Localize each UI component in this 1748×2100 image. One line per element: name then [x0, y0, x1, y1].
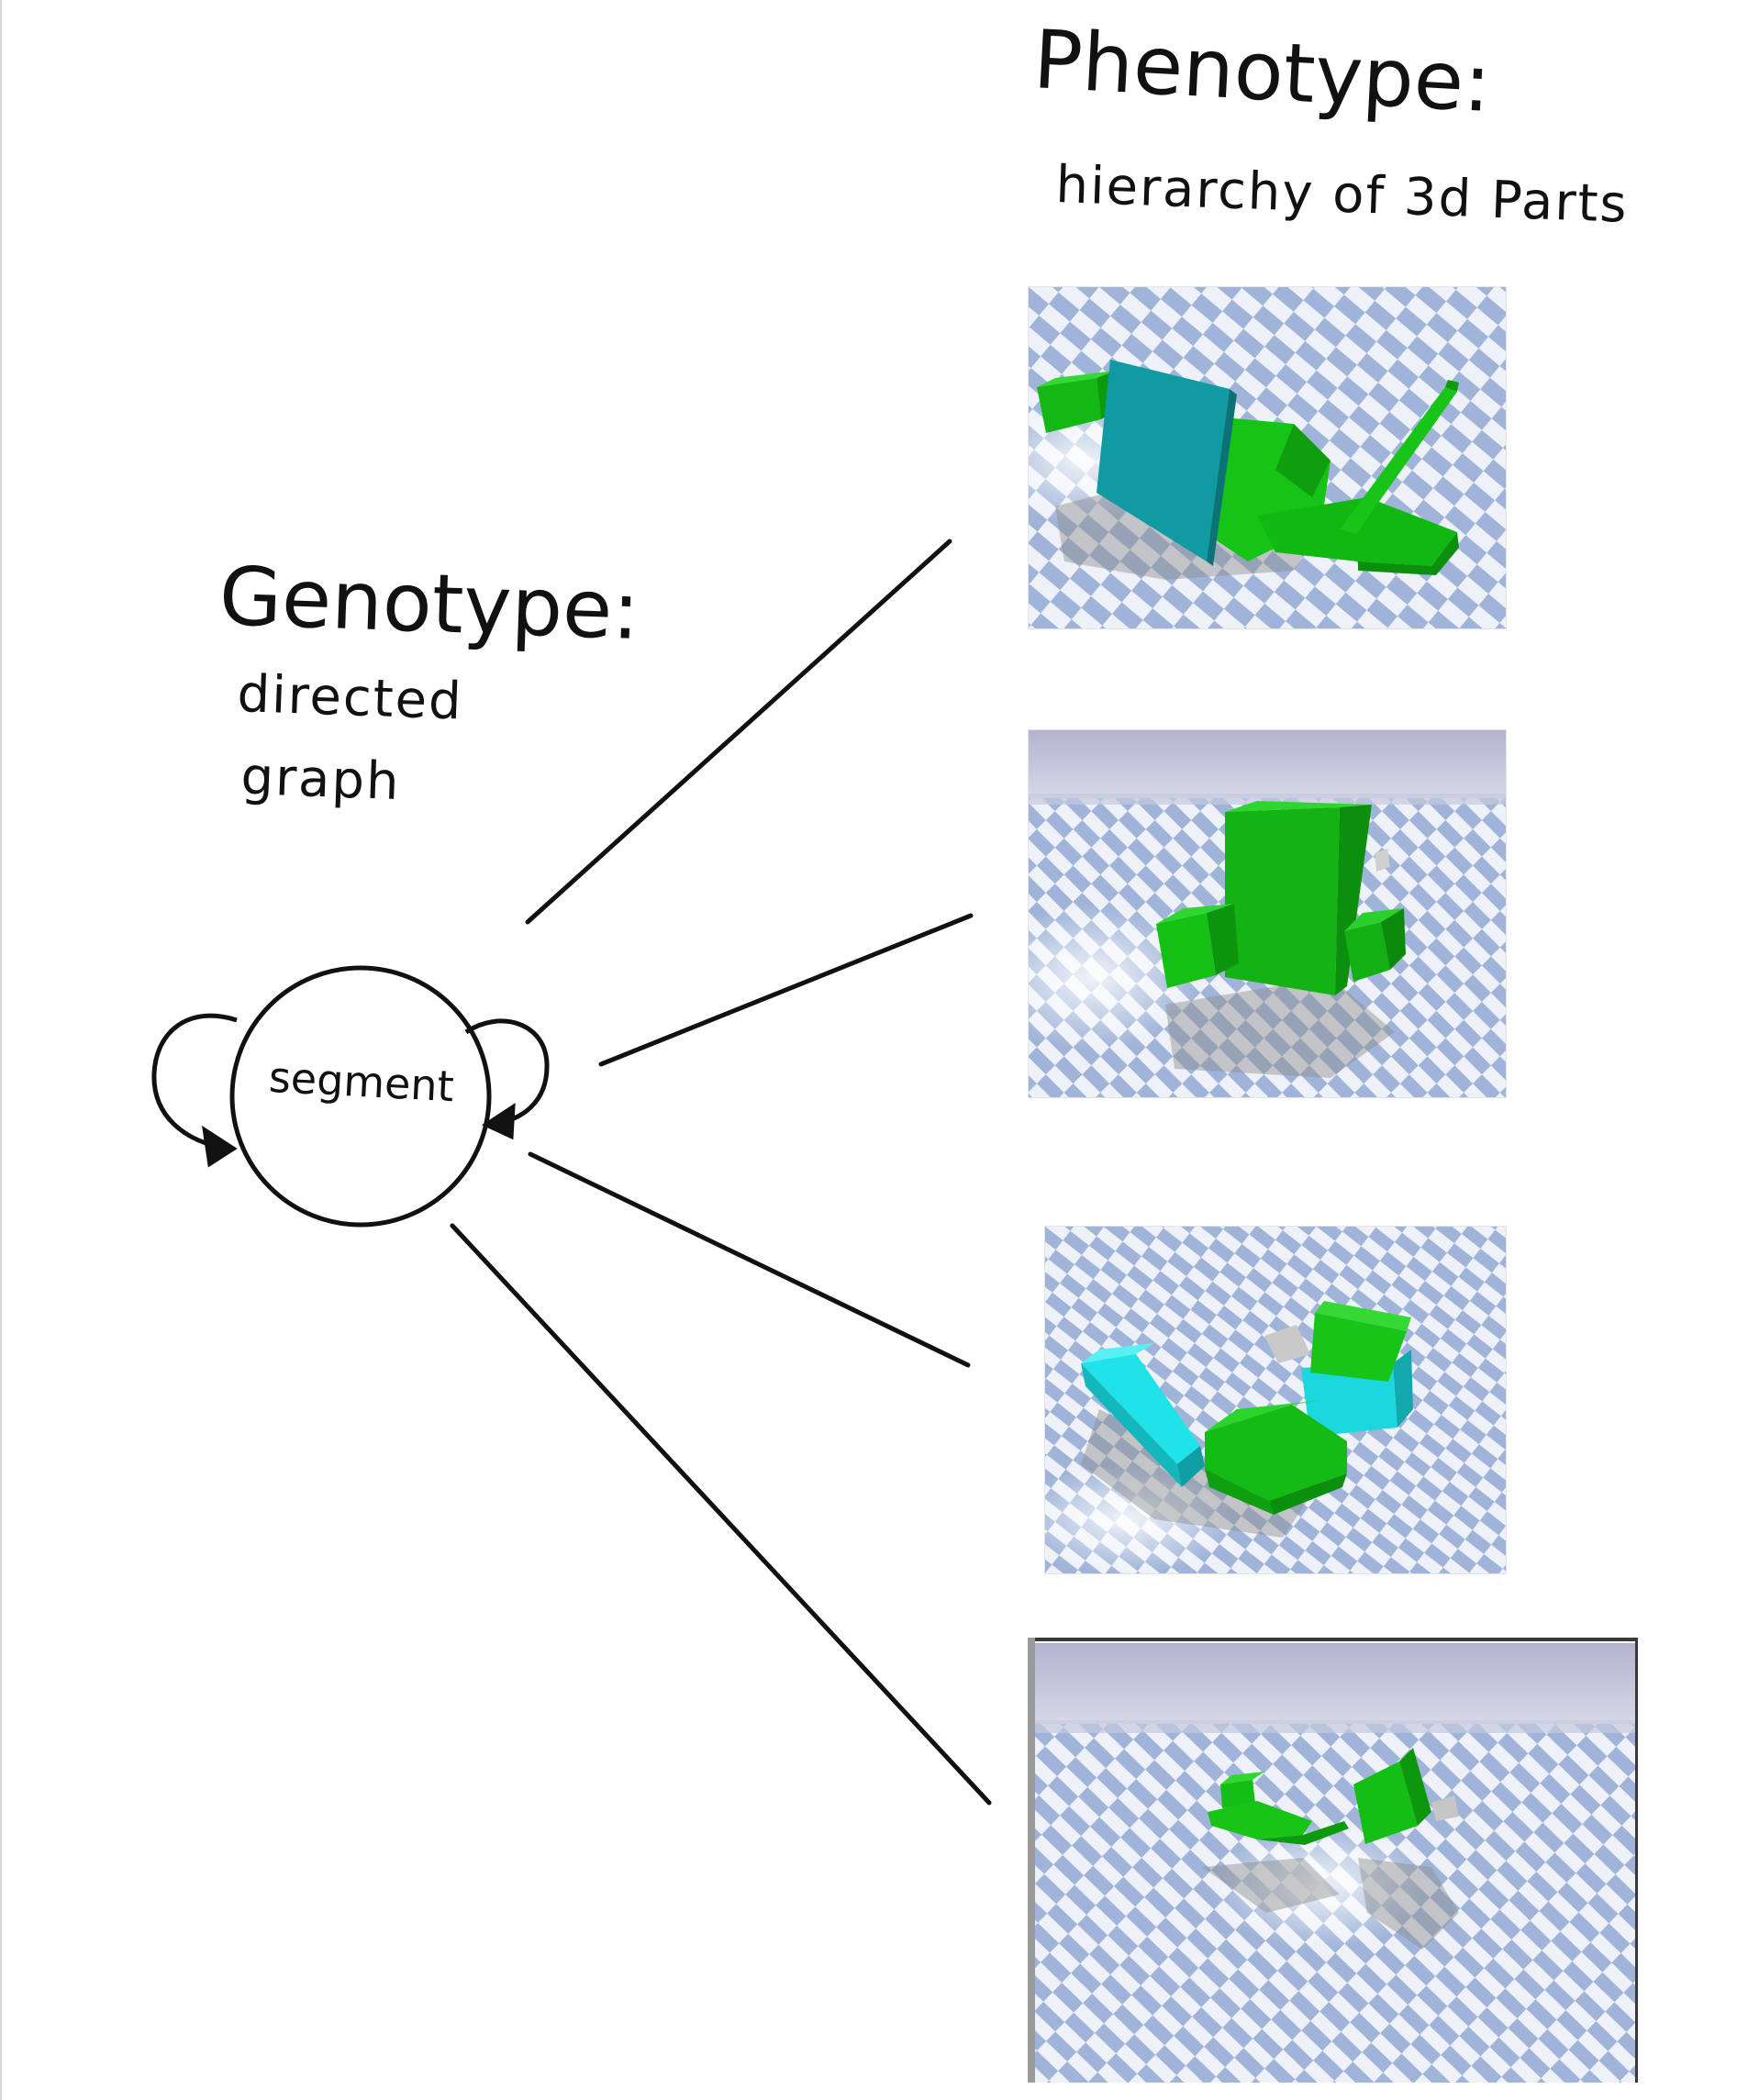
- phenotype-screenshot-4: [1028, 1638, 1638, 2083]
- segment-node: segment: [151, 965, 550, 1228]
- segment-circle: [229, 965, 492, 1228]
- phenotype-title: Phenotype:: [1031, 12, 1494, 130]
- arrowhead-left: [202, 1125, 238, 1168]
- connector-line-1: [525, 539, 952, 925]
- connector-line-2: [598, 913, 974, 1067]
- phenotype-screenshot-3: [1044, 1226, 1507, 1574]
- segment-label: segment: [268, 1052, 455, 1111]
- phenotype-screenshot-1: [1028, 286, 1507, 629]
- genotype-subtitle-line2: graph: [240, 747, 402, 812]
- genotype-subtitle-line1: directed: [237, 664, 464, 732]
- connector-line-4: [450, 1223, 992, 1806]
- arrowhead-right: [481, 1103, 516, 1140]
- phenotype-subtitle: hierarchy of 3d Parts: [1055, 155, 1630, 235]
- self-loop-left: [151, 1013, 238, 1151]
- page-left-border: [0, 0, 2, 2100]
- connector-line-3: [528, 1151, 971, 1368]
- self-loop-right: [464, 1018, 550, 1127]
- genotype-title: Genotype:: [217, 549, 641, 658]
- phenotype-screenshot-2: [1028, 729, 1507, 1098]
